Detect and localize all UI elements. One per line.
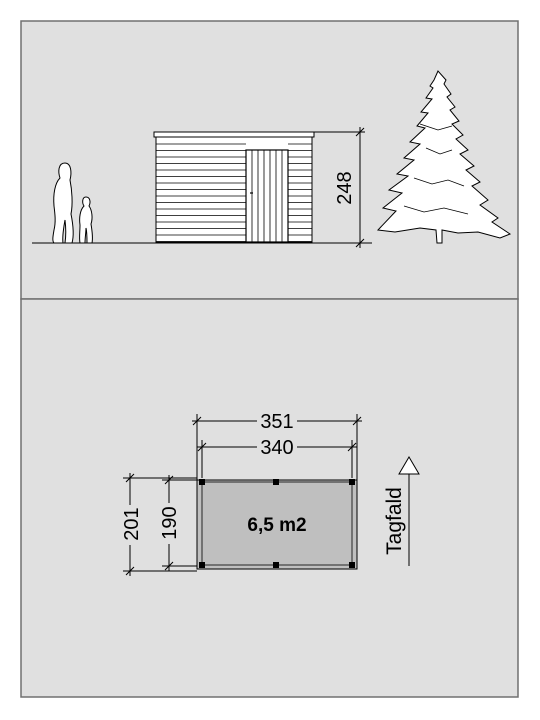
post xyxy=(199,562,205,568)
height-dimension xyxy=(314,127,365,248)
outer-width-label: 351 xyxy=(260,411,293,433)
door-boards xyxy=(251,150,283,242)
tree-icon xyxy=(376,70,512,244)
post xyxy=(199,479,205,485)
floor-area xyxy=(196,479,358,570)
post xyxy=(273,479,279,485)
corner-posts xyxy=(199,479,355,568)
roof-slope-label: Tagfald xyxy=(383,487,406,555)
child-figure xyxy=(79,196,93,244)
shed-door xyxy=(245,149,289,243)
inner-depth-label: 190 xyxy=(159,506,181,539)
post xyxy=(349,562,355,568)
area-label: 6,5 m2 xyxy=(247,515,306,536)
shed-front xyxy=(153,131,315,243)
height-label: 248 xyxy=(334,171,356,204)
adult-figure xyxy=(52,162,74,244)
wall-boards xyxy=(156,143,312,242)
post xyxy=(273,562,279,568)
post xyxy=(349,479,355,485)
shed-roof-edge xyxy=(153,131,315,138)
person-figures xyxy=(52,162,93,244)
width-dimensions xyxy=(192,414,362,480)
depth-dimensions xyxy=(123,473,197,576)
elevation-view: 248 xyxy=(32,70,512,248)
plan-view: 6,5 m2 351 340 xyxy=(121,411,420,576)
inner-width-label: 340 xyxy=(260,437,293,459)
roof-slope-arrow-icon xyxy=(398,456,420,566)
outer-depth-label: 201 xyxy=(121,507,143,540)
